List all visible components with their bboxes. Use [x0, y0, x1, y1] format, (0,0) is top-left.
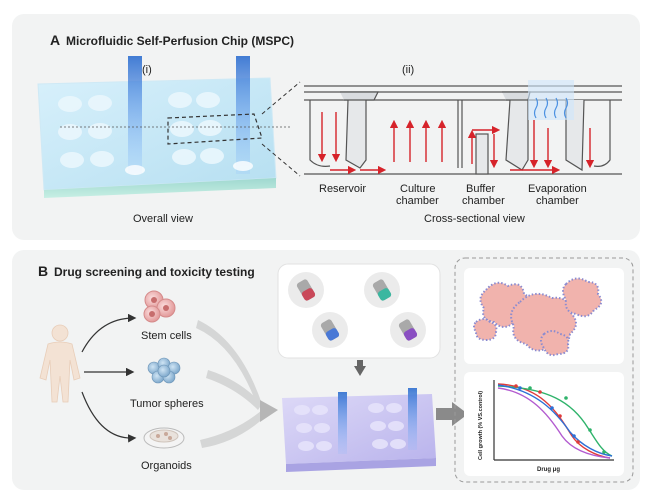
- reservoir-label: Reservoir: [319, 183, 366, 195]
- cross-section: [304, 85, 622, 175]
- dose-response-panel: [464, 372, 624, 476]
- graph-y-label: Cell growth (% VS.control): [478, 391, 484, 460]
- panel-a-letter: A: [50, 32, 60, 48]
- cross-section-view-label: Cross-sectional view: [424, 213, 525, 225]
- screening-chip: [282, 388, 436, 472]
- organoids-label: Organoids: [141, 460, 192, 472]
- drug-vials: [288, 272, 426, 348]
- converging-flows: [196, 320, 278, 448]
- subpanel-i-label: (i): [142, 64, 152, 76]
- results-box: [454, 257, 634, 483]
- chamber-labels: Reservoir Culture chamber Buffer chamber…: [319, 183, 587, 207]
- graph-x-label: Drug μg: [537, 467, 560, 473]
- flow-arrows: [317, 112, 595, 175]
- buffer-label-line2: chamber: [462, 195, 505, 207]
- buffer-label-line1: Buffer: [466, 183, 495, 195]
- jet-right: [236, 56, 250, 174]
- evaporation-label-line2: chamber: [536, 195, 579, 207]
- cell-clusters: [473, 277, 603, 357]
- curve-blue: [497, 384, 613, 457]
- panel-b-title: Drug screening and toxicity testing: [54, 265, 255, 279]
- jet-left: [128, 56, 142, 174]
- down-arrow: [354, 366, 366, 376]
- evaporation-label-line1: Evaporation: [528, 183, 587, 195]
- culture-label-line2: chamber: [396, 195, 439, 207]
- culture-label-line1: Culture: [400, 183, 435, 195]
- stem-cells-label: Stem cells: [141, 330, 192, 342]
- curve-purple: [497, 387, 611, 459]
- organoids-icon: [143, 427, 185, 449]
- human-icon: [39, 324, 81, 403]
- result-arrow: [436, 402, 468, 426]
- branch-arrows: [81, 313, 137, 443]
- tumor-spheres-icon: [147, 357, 181, 384]
- dose-response-chart: Cell growth (% VS.control) Drug μg: [478, 380, 614, 473]
- zoom-box: [167, 113, 263, 145]
- overall-chip: [37, 56, 301, 198]
- stem-cells-icon: [143, 290, 176, 323]
- curve-green: [497, 385, 613, 457]
- overall-view-label: Overall view: [133, 213, 193, 225]
- tumor-spheres-label: Tumor spheres: [130, 398, 204, 410]
- evaporation-waves: [528, 80, 574, 120]
- panel-a-title: Microfluidic Self-Perfusion Chip (MSPC): [66, 34, 294, 48]
- panel-b-letter: B: [38, 263, 48, 279]
- subpanel-ii-label: (ii): [402, 64, 414, 76]
